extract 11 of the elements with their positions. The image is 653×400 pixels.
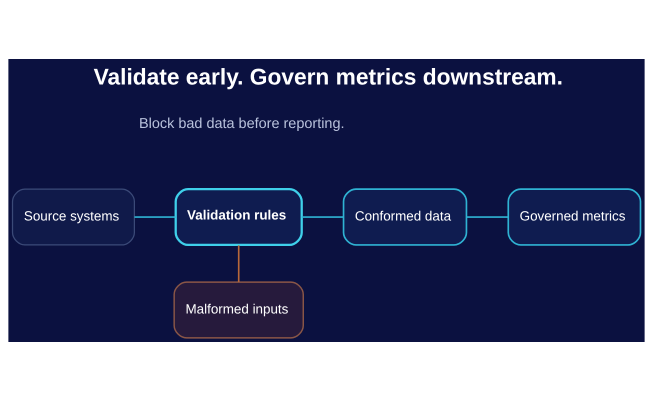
connector — [238, 244, 240, 282]
connector — [134, 216, 176, 218]
node-box: Governed metrics — [507, 188, 642, 246]
connector — [302, 216, 344, 218]
node-box: Malformed inputs — [173, 280, 304, 338]
node-box: Source systems — [12, 188, 135, 246]
node-box: Conformed data — [342, 188, 468, 246]
node-box: Validation rules — [174, 188, 303, 246]
label: Block bad data before reporting. — [139, 115, 345, 132]
connector — [466, 216, 508, 218]
diagram-title: Validate early. Govern metrics downstream. — [94, 62, 563, 89]
